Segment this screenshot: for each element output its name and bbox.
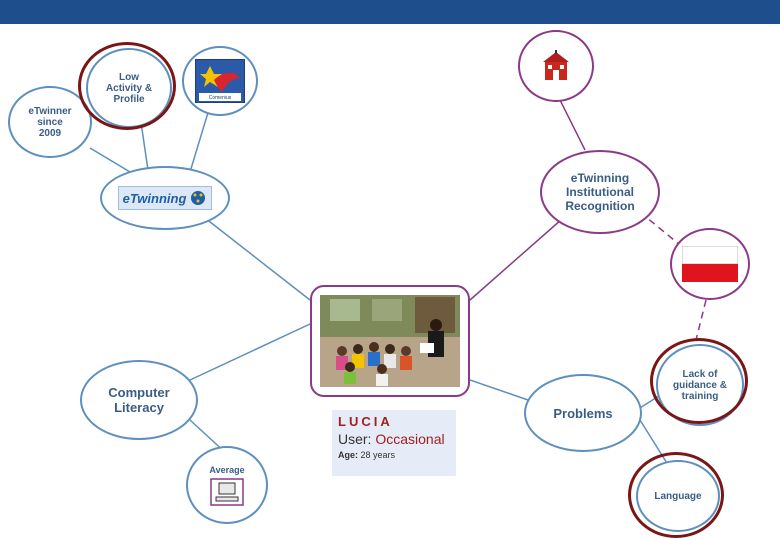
comenius-logo-icon: Comenius	[195, 59, 245, 103]
profile-user-label: User:	[338, 431, 372, 447]
profile-age-line: Age: 28 years	[338, 450, 450, 460]
profile-name: LUCIA	[338, 414, 393, 429]
edge-center-problems	[469, 379, 529, 401]
problems-label: Problems	[553, 405, 613, 421]
center-photo-card	[310, 285, 470, 397]
poland-flag-node	[670, 228, 750, 300]
computer-literacy-label: Computer Literacy	[108, 385, 170, 415]
highlight-ring-activity	[78, 42, 176, 130]
comenius-node: Comenius	[182, 46, 258, 116]
computer-literacy-node: Computer Literacy	[80, 360, 198, 440]
profile-user-line: User: Occasional	[338, 431, 450, 447]
institutional-recognition-node: eTwinning Institutional Recognition	[540, 150, 660, 234]
edge-comenius-etwinning	[189, 105, 211, 173]
edge-center-recognition	[469, 211, 571, 301]
average-label: Average	[209, 464, 245, 475]
comenius-logo-label: Comenius	[208, 95, 232, 101]
edge-school-recognition	[559, 99, 586, 151]
poland-flag-icon	[682, 246, 738, 282]
header-bar	[0, 0, 780, 24]
highlight-ring-guidance	[650, 338, 748, 424]
profile-age-label: Age:	[338, 450, 358, 460]
etwinning-node: eTwinning	[100, 166, 230, 230]
school-node	[518, 30, 594, 102]
edge-etwinning-center	[204, 217, 311, 301]
etwinner-since-label: eTwinner since 2009	[28, 105, 72, 139]
etwinning-logo-label: eTwinning	[122, 190, 187, 206]
institutional-recognition-label: eTwinning Institutional Recognition	[565, 171, 635, 213]
computer-icon	[210, 477, 244, 506]
profile-card: LUCIA User: Occasional Age: 28 years	[332, 410, 456, 476]
edge-flag-guidance	[695, 299, 707, 341]
problems-node: Problems	[524, 374, 642, 452]
edge-center-computer	[189, 323, 311, 381]
etwinner-since-node: eTwinner since 2009	[8, 86, 92, 158]
school-icon	[543, 50, 569, 80]
classroom-photo	[320, 295, 460, 387]
highlight-ring-language	[628, 452, 724, 538]
etwinning-logo-icon: eTwinning	[117, 186, 213, 210]
profile-age-value: 28 years	[360, 450, 396, 460]
average-node: Average	[186, 446, 268, 524]
profile-user-value: Occasional	[375, 431, 445, 447]
